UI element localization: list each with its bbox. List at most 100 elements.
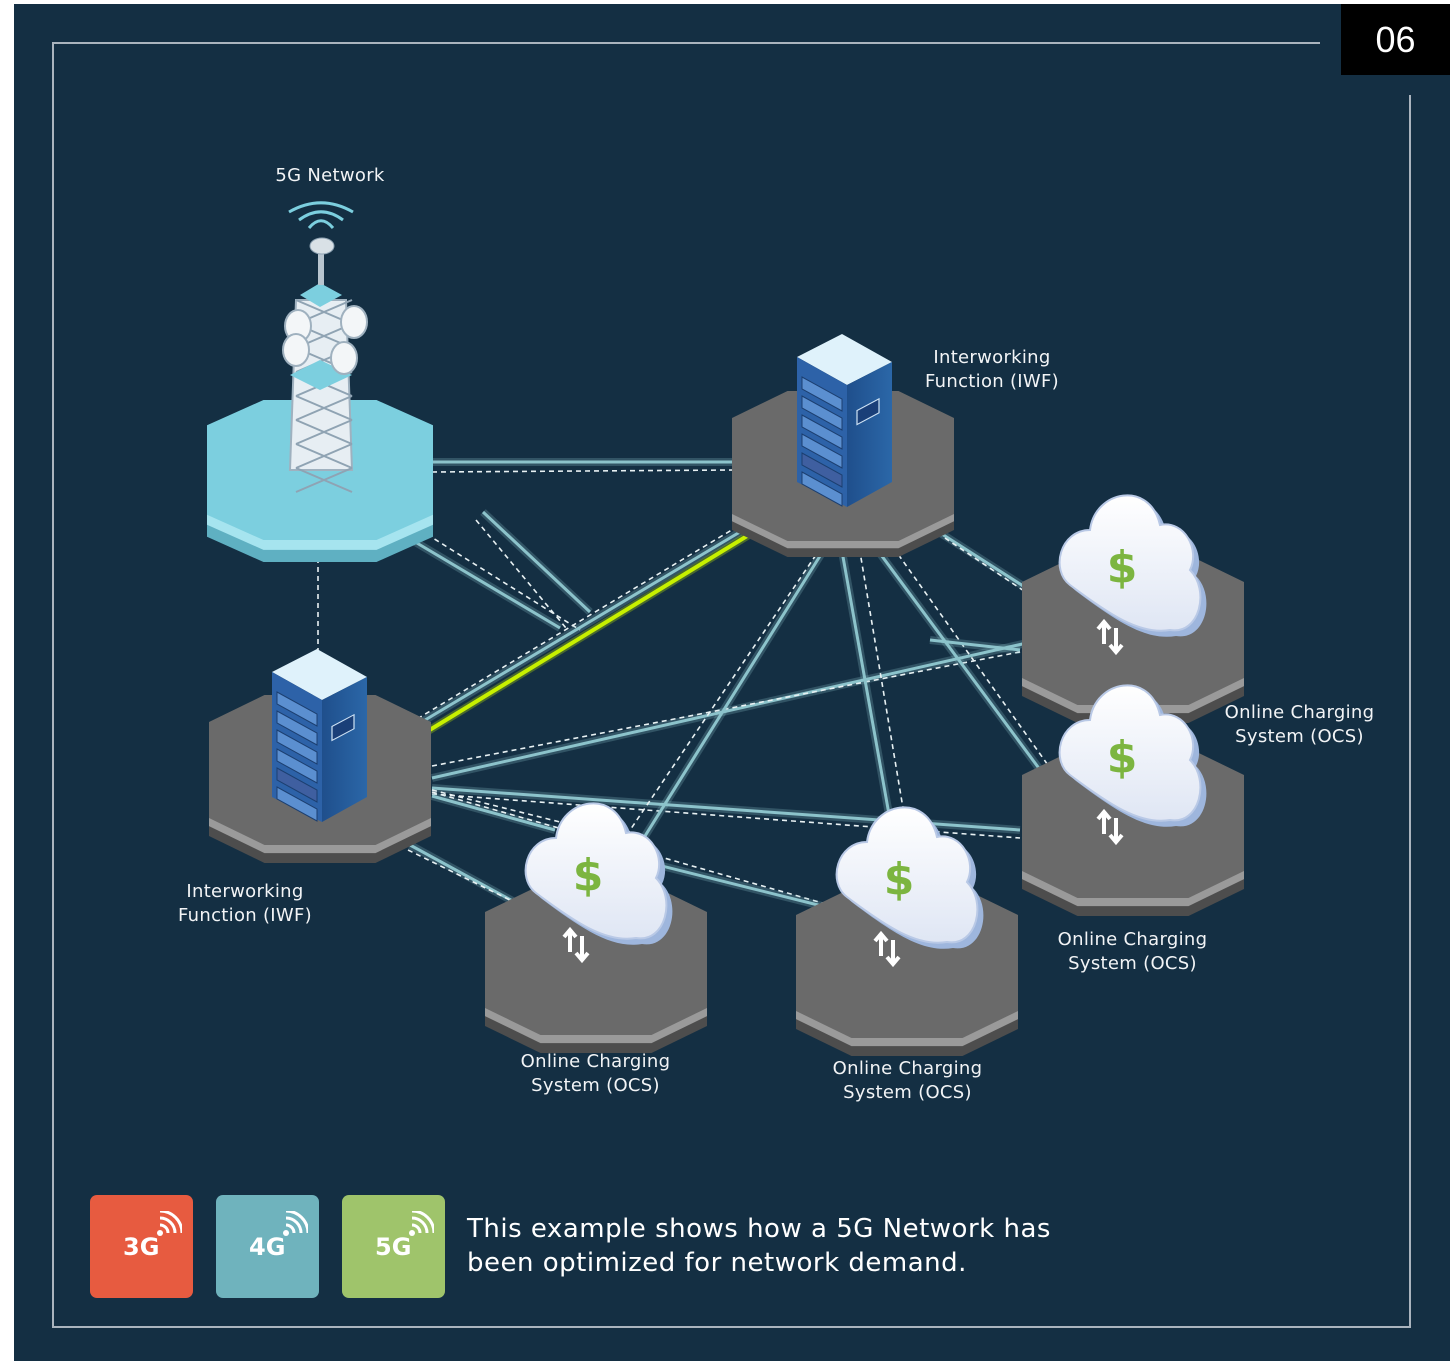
rack-display <box>331 713 355 742</box>
rack-drive <box>276 748 318 784</box>
link-line <box>409 843 521 907</box>
rack-top <box>272 649 367 700</box>
link-line <box>431 638 1041 780</box>
signal-wave-icon <box>307 219 335 230</box>
rack-drive <box>801 376 843 412</box>
frame-border <box>52 42 1411 1328</box>
dollar-icon: $ <box>1107 732 1138 783</box>
badge-4g-label: 4G <box>249 1233 286 1261</box>
badge-4g: 4G <box>216 1195 319 1298</box>
ocs-bottom-left-label: Online Charging System (OCS) <box>520 1051 671 1096</box>
tower-mast <box>318 240 324 285</box>
tower-cap <box>300 283 342 307</box>
legend-caption: This example shows how a 5G Network has … <box>467 1214 1051 1278</box>
rack-drive <box>801 471 843 507</box>
rack-drive <box>801 452 843 488</box>
dashed-link <box>431 789 561 823</box>
badge-5g: 5G <box>342 1195 445 1298</box>
tower-brace <box>295 443 353 469</box>
dish-icon <box>330 341 358 375</box>
dollar-icon: $ <box>1107 542 1138 593</box>
arrow-up-icon <box>1096 808 1112 834</box>
cloud-shape <box>524 802 668 940</box>
signal-wave-icon <box>288 201 354 214</box>
cloud-shape <box>835 806 979 944</box>
tower-antenna <box>309 237 335 255</box>
rack-drive <box>801 414 843 450</box>
tower-label: 5G Network <box>275 165 385 186</box>
wifi-signal-icon <box>409 1211 434 1236</box>
arrow-down-icon <box>1108 628 1124 656</box>
rack-drive <box>276 729 318 765</box>
tower-brace <box>295 395 353 421</box>
link-line <box>399 518 761 737</box>
arrow-up-icon <box>873 930 889 956</box>
iwf-left-label: Interworking Function (IWF) <box>178 881 312 926</box>
ocs-right-bottom-label: Online Charging System (OCS) <box>1057 929 1208 974</box>
dashed-link <box>619 539 827 846</box>
rack-drive <box>276 786 318 822</box>
link-line <box>628 539 832 861</box>
dish-icon <box>340 305 368 339</box>
wifi-signal-icon <box>157 1211 182 1236</box>
dashed-link <box>407 849 511 901</box>
ocs-cloud-icon: $ <box>835 806 984 968</box>
arrow-up-icon <box>562 926 578 952</box>
dashed-link <box>929 527 1031 596</box>
link-line <box>394 528 561 630</box>
badge-3g-label: 3G <box>123 1233 160 1261</box>
tower-brace <box>295 467 353 493</box>
highlight-link <box>408 520 772 744</box>
tower-mid-cap <box>290 360 352 390</box>
arrow-up-icon <box>1096 618 1112 644</box>
cell-tower <box>282 201 368 493</box>
tower-brace <box>295 419 353 445</box>
signal-wave-icon <box>298 210 344 222</box>
dollar-icon: $ <box>573 850 604 901</box>
rack-drive <box>276 710 318 746</box>
arrow-down-icon <box>574 936 590 964</box>
rack-drive <box>276 767 318 803</box>
cloud-shape <box>1058 684 1202 822</box>
rack-display <box>856 397 880 426</box>
server-rack-icon <box>272 649 367 822</box>
network-nodes: $ $ $ $ <box>207 201 1244 1056</box>
ocs-right-top-label: Online Charging System (OCS) <box>1224 702 1375 747</box>
dashed-link <box>431 649 1031 767</box>
dashed-link <box>403 519 581 631</box>
ocs-cloud-icon: $ <box>1058 684 1207 846</box>
rack-drive <box>276 691 318 727</box>
rack-drive <box>801 433 843 469</box>
rack-side <box>847 362 892 507</box>
link-line <box>929 638 1021 652</box>
badge-3g: 3G <box>90 1195 193 1298</box>
server-rack-icon <box>797 334 892 507</box>
arrow-down-icon <box>885 940 901 968</box>
dish-icon <box>282 333 310 367</box>
ocs-bottom-mid-label: Online Charging System (OCS) <box>832 1058 983 1103</box>
iwf-top-platform <box>732 391 954 557</box>
arrow-down-icon <box>1108 818 1124 846</box>
dashed-link <box>475 519 567 629</box>
link-line <box>431 794 556 832</box>
link-line <box>868 539 1057 791</box>
dashed-link <box>431 469 736 473</box>
wifi-signal-icon <box>283 1211 308 1236</box>
link-line <box>838 539 892 821</box>
cloud-shape <box>1058 494 1202 632</box>
rack-top <box>797 334 892 385</box>
badge-5g-label: 5G <box>375 1233 412 1261</box>
rack-side <box>322 677 367 822</box>
link-line <box>481 510 592 614</box>
ocs-cloud-icon: $ <box>524 802 673 964</box>
rack-drive <box>801 395 843 431</box>
ocs-cloud-icon: $ <box>1058 494 1207 656</box>
dashed-link <box>401 515 756 729</box>
iwf-top-label: Interworking Function (IWF) <box>925 347 1059 392</box>
page-number: 06 <box>1341 4 1450 75</box>
dashed-link <box>857 539 906 821</box>
dollar-icon: $ <box>884 854 915 905</box>
dashed-link <box>887 539 1056 776</box>
dashed-link <box>431 791 841 909</box>
